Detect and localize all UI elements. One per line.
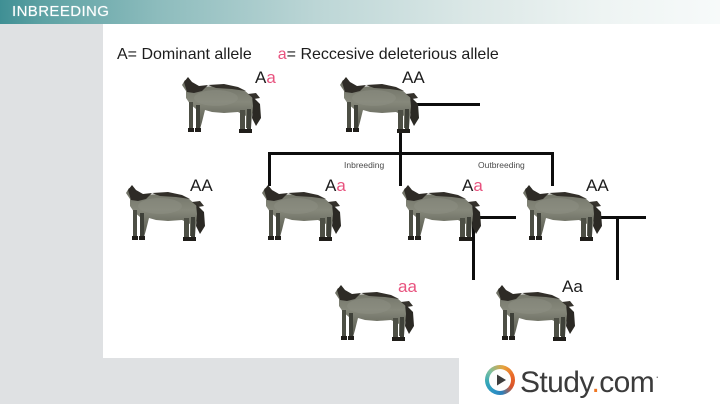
genotype-label-f2-b: Aa <box>562 277 583 297</box>
page-title: INBREEDING <box>12 3 110 20</box>
legend-dominant: A= Dominant allele <box>117 46 252 63</box>
allele-dominant: AA <box>190 176 213 195</box>
logo-trademark: · <box>655 369 659 384</box>
genotype-label-parent-2: AA <box>402 68 425 88</box>
legend-recessive-text: = Reccesive deleterious allele <box>286 46 499 63</box>
genotype-label-f1-a: AA <box>190 176 213 196</box>
allele-dominant: A <box>325 176 337 195</box>
connector-sibship-drop-1 <box>268 152 271 186</box>
legend-recessive-symbol: a <box>277 46 287 63</box>
connector-mating-bar-top <box>385 103 480 106</box>
annotation-outbreeding: Outbreeding <box>478 160 525 170</box>
connector-outbreeding-bar <box>582 216 646 219</box>
connector-outbreeding-drop <box>616 216 619 280</box>
connector-sibship-drop-3 <box>551 152 554 186</box>
logo-brand: Study <box>520 366 592 399</box>
horse-figure-f2-a <box>325 282 417 344</box>
allele-dominant: A <box>255 68 267 87</box>
allele-dominant: Aa <box>562 277 583 296</box>
allele-dominant: AA <box>402 68 425 87</box>
horse-figure-f1-a <box>116 182 208 244</box>
play-circle-icon <box>485 365 515 395</box>
logo-dot: . <box>591 366 600 399</box>
genotype-label-f1-b: Aa <box>325 176 346 196</box>
genotype-label-f2-a: aa <box>398 277 417 297</box>
connector-sibship-bar <box>268 152 554 155</box>
genotype-label-parent-1: Aa <box>255 68 276 88</box>
annotation-inbreeding: Inbreeding <box>344 160 385 170</box>
logo-tld: com <box>599 366 655 399</box>
allele-recessive: aa <box>398 277 417 296</box>
horse-figure-f1-b <box>252 182 344 244</box>
allele-recessive: a <box>266 68 276 87</box>
allele-legend: A= Dominant allele a= Reccesive deleterio… <box>117 46 499 64</box>
logo-wordmark: Study.com· <box>520 362 659 398</box>
allele-recessive: a <box>473 176 483 195</box>
allele-dominant: AA <box>586 176 609 195</box>
horse-figure-f1-d <box>513 182 605 244</box>
studycom-logo[interactable]: Study.com· <box>485 362 659 398</box>
connector-inbreeding-bar <box>448 216 516 219</box>
allele-dominant: A <box>462 176 474 195</box>
genotype-label-f1-c: Aa <box>462 176 483 196</box>
horse-figure-parent-2 <box>330 74 422 136</box>
horse-figure-parent-1 <box>172 74 264 136</box>
horse-figure-f2-b <box>486 282 578 344</box>
horse-figure-f1-c <box>392 182 484 244</box>
allele-recessive: a <box>336 176 346 195</box>
connector-inbreeding-drop <box>472 216 475 280</box>
slide-header-bar: INBREEDING <box>0 0 720 24</box>
connector-sibship-drop-2 <box>399 152 402 186</box>
genotype-label-f1-d: AA <box>586 176 609 196</box>
